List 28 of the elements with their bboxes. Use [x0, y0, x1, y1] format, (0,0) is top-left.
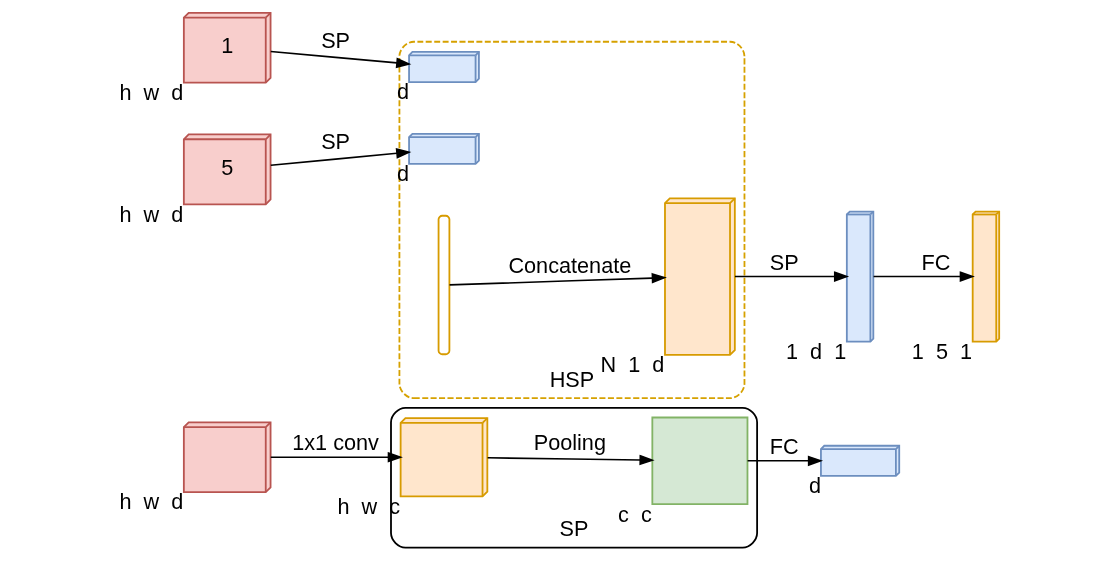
node-label: 1 d 1: [785, 338, 846, 364]
arrow: [269, 451, 403, 463]
node-brace: [437, 214, 450, 356]
arrow: [746, 455, 823, 467]
edge-label: Pooling: [533, 430, 606, 456]
edge-label: FC: [769, 434, 799, 460]
arrow: [733, 271, 849, 282]
edge-label: FC: [921, 249, 950, 275]
node-label: h w d: [118, 489, 183, 515]
node-label: h w d: [118, 201, 183, 227]
node-label: c c: [617, 501, 652, 527]
arrow: [269, 148, 411, 167]
node-box: [650, 416, 748, 506]
arrow: [448, 272, 667, 286]
node-label: 1 5 1: [911, 338, 972, 364]
edge-label: Concatenate: [507, 253, 631, 279]
node-label: h w d: [118, 80, 183, 106]
arrow: [269, 50, 411, 69]
node-label: d: [396, 161, 409, 187]
node-label: d: [808, 473, 821, 499]
edge-label: SP: [320, 28, 350, 54]
node-label: N 1 d: [600, 352, 664, 378]
arrow: [872, 271, 975, 282]
edge-label: SP: [320, 129, 350, 155]
node-label: d: [396, 79, 409, 105]
arrow: [486, 454, 655, 466]
edge-label: SP: [769, 249, 799, 275]
edge-label: 1x1 conv: [291, 430, 379, 456]
